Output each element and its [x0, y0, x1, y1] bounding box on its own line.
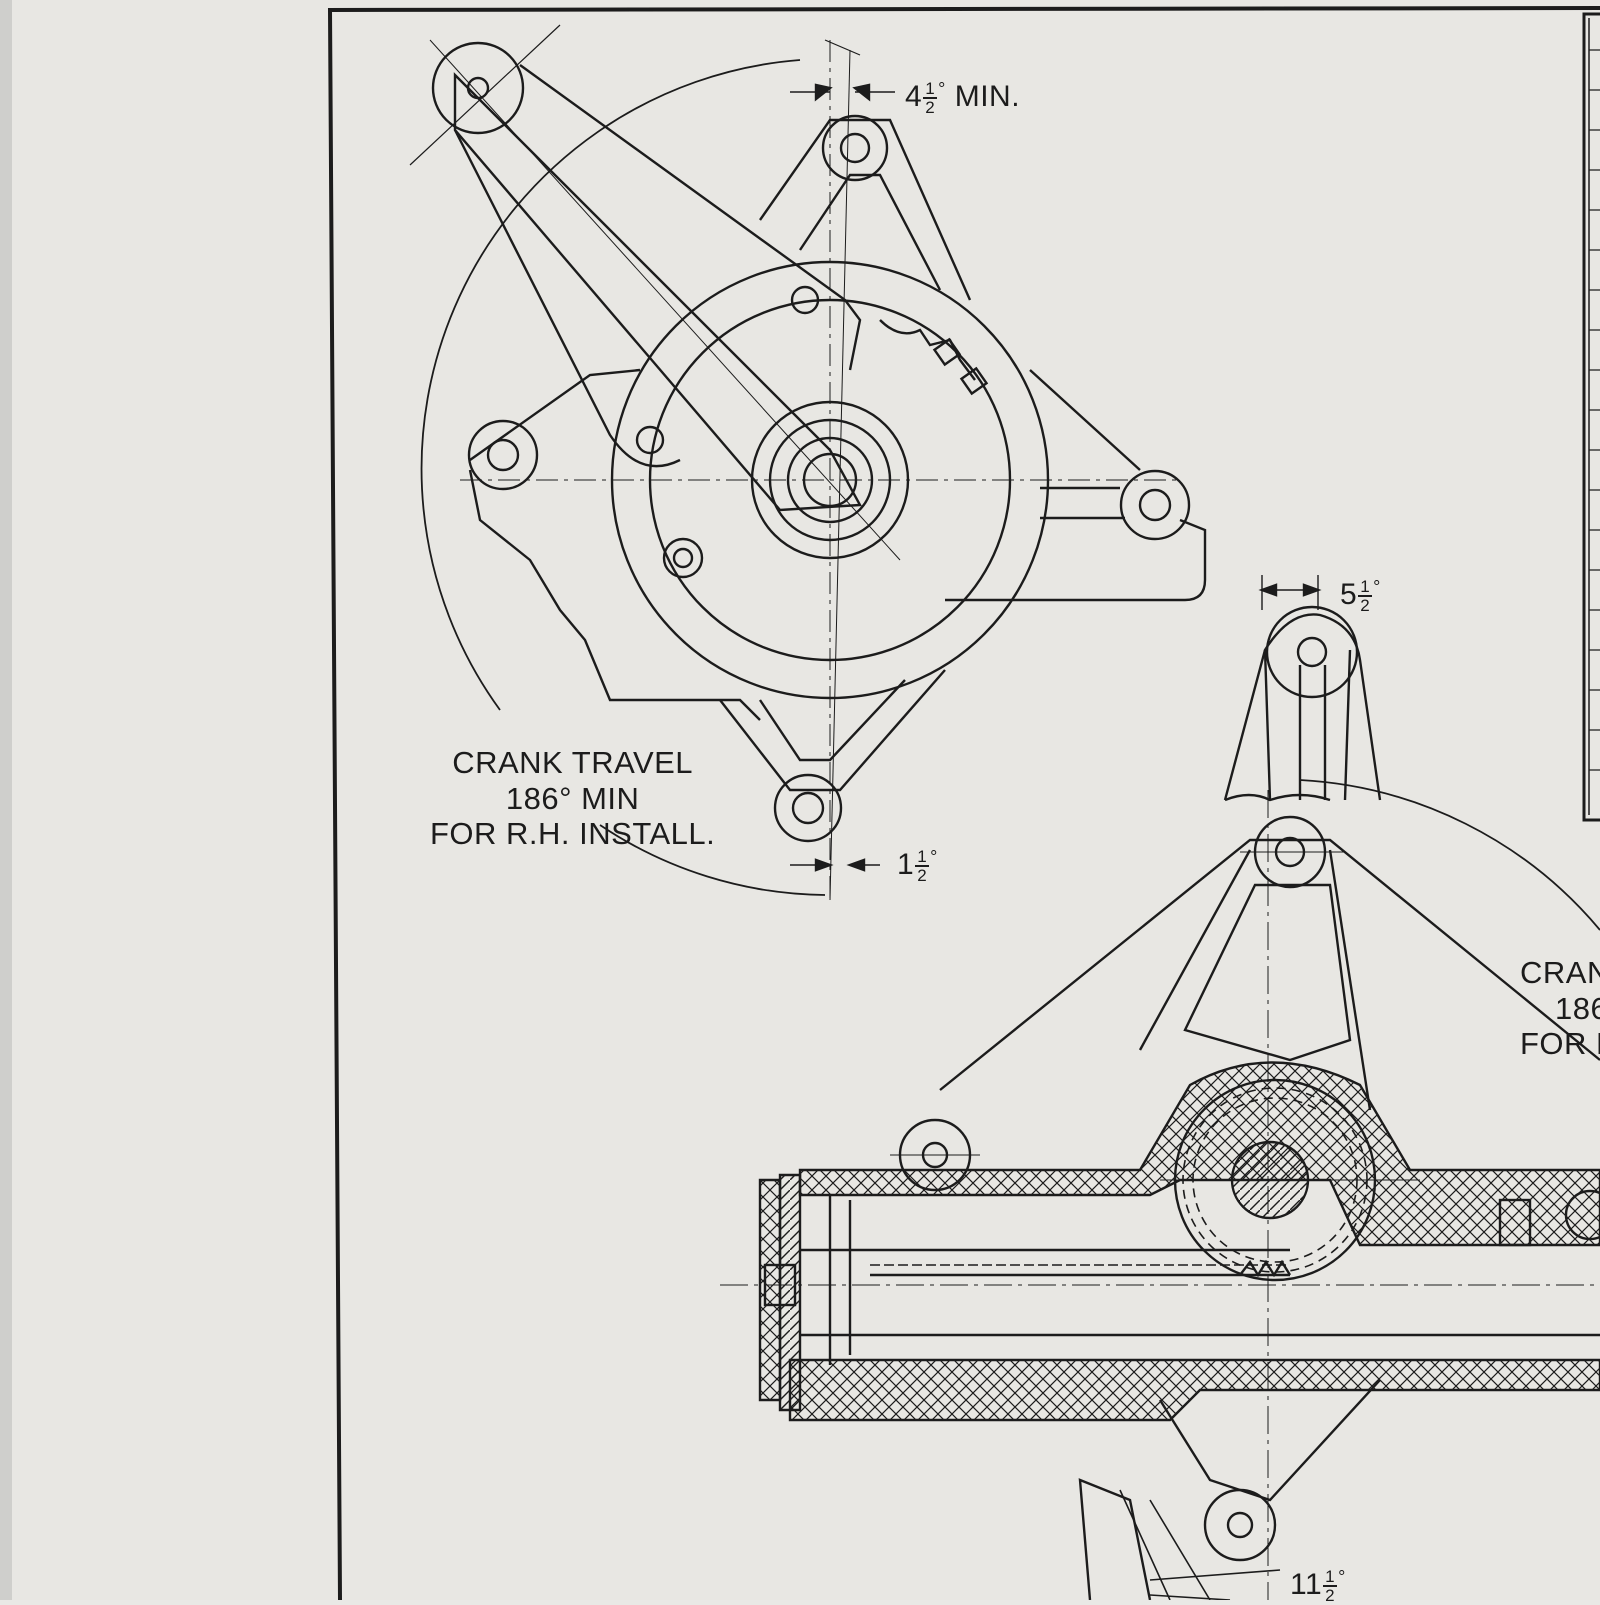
- title-block: [1582, 12, 1600, 822]
- rh-install-line2: 186° MIN: [505, 780, 640, 816]
- drawing-border: [327, 6, 1600, 1601]
- lh-install-view: [720, 575, 1600, 1601]
- lh-install-note-partial: CRAN 186 FOR L: [1520, 955, 1600, 1062]
- rh-install-line1: CRANK TRAVEL: [452, 745, 694, 780]
- paper-sheet: [10, 0, 1600, 1600]
- rh-install-view: [409, 24, 1207, 901]
- rh-install-line3: FOR R.H. INSTALL.: [430, 816, 716, 852]
- dim-top-angle-whole: 4: [905, 79, 923, 113]
- rh-install-note: CRANK TRAVEL 186° MIN FOR R.H. INSTALL.: [430, 745, 715, 852]
- lh-install-line3: FOR L: [1520, 1026, 1600, 1062]
- paper-edge: [0, 0, 12, 1600]
- dim-top-angle-suffix: MIN.: [954, 79, 1021, 113]
- lh-install-line2: 186: [1555, 990, 1600, 1026]
- lh-install-line1: CRAN: [1520, 955, 1600, 990]
